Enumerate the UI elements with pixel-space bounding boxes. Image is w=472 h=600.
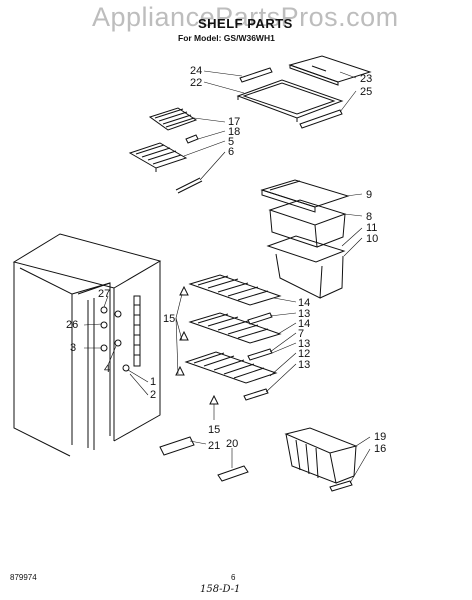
catalog-code: 879974 [10,573,37,582]
rail-trim [217,465,249,482]
callout-25: 25 [360,86,372,98]
shelf-front-trim [239,67,273,83]
bin-clip [329,480,353,492]
callout-22: 22 [190,77,202,89]
callout-16: 16 [374,443,386,455]
shelf-frame [236,79,344,122]
callout-14-b: 14 [298,318,310,330]
callout-15-upper: 15 [163,313,175,325]
callout-26: 26 [66,319,78,331]
crisper-cover [260,179,350,213]
callout-13-a: 13 [298,308,310,320]
callout-12: 12 [298,348,310,360]
drawer-clip [185,134,199,144]
glass-shelf-cover [288,55,372,86]
shelf-supports [100,306,130,372]
wire-shelf-top [188,274,282,306]
page-title: SHELF PARTS [198,16,293,31]
handwritten-note: 158-D-1 [200,584,241,595]
wire-shelf-middle [188,312,282,344]
callout-10: 10 [366,233,378,245]
callout-2: 2 [150,389,156,401]
callout-6: 6 [228,146,234,158]
callout-9: 9 [366,189,372,201]
drawer-cover [148,107,198,131]
callout-24: 24 [190,65,202,77]
shelf-rear-trim [299,109,343,129]
callout-13-c: 13 [298,359,310,371]
callout-14-a: 14 [298,297,310,309]
callout-1: 1 [150,376,156,388]
callout-7: 7 [298,328,304,340]
callout-labels: 24 22 23 25 17 18 5 6 9 8 11 10 27 26 3 … [66,65,386,455]
callout-15-lower: 15 [208,424,220,436]
callout-11: 11 [366,222,377,234]
callout-20: 20 [226,438,238,450]
leader-lines [83,70,371,484]
wire-shelf-bottom [184,351,278,384]
crisper-pan-lower [266,235,346,299]
callout-4: 4 [104,363,110,375]
shelf-ladder-rail [133,295,141,367]
small-trim [159,436,195,456]
callout-5: 5 [228,136,234,148]
drawer-tray [128,142,188,172]
callout-17: 17 [228,116,240,128]
callout-27: 27 [98,288,110,300]
page-number: 6 [231,573,236,582]
model-subtitle: For Model: GS/W36WH1 [178,33,275,43]
callout-19: 19 [374,431,386,443]
callout-23: 23 [360,73,372,85]
callout-21: 21 [208,440,220,452]
drawer-rail [175,177,203,194]
door-bin [284,427,358,484]
callout-8: 8 [366,211,372,223]
callout-13-b: 13 [298,338,310,350]
shelf-brackets [175,285,219,405]
callout-18: 18 [228,126,240,138]
callout-3: 3 [70,342,76,354]
watermark: AppliancePartsPros.com [92,2,399,32]
